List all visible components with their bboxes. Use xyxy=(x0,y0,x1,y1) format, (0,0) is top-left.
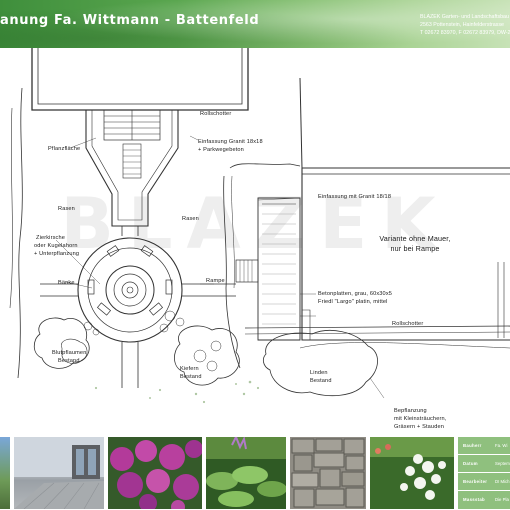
label-zierkirsche-2: oder Kugelahorn xyxy=(34,243,78,249)
label-rasen-left: Rasen xyxy=(58,206,75,212)
plan-title: anung Fa. Wittmann - Battenfeld xyxy=(0,13,260,28)
info-row: Datum Septem xyxy=(458,455,510,473)
photo-stone-wall xyxy=(290,437,366,509)
label-rampe: Rampe xyxy=(206,278,225,284)
photo-hydrangeas-art xyxy=(108,437,202,509)
info-key: Datum xyxy=(463,461,478,466)
photo-plant-left xyxy=(0,437,10,509)
info-value: Die Pla xyxy=(495,497,509,502)
info-box: Bauherr Fa. Wi Datum Septem Bearbeiter D… xyxy=(458,437,510,509)
label-zierkirsche-1: Zierkirsche xyxy=(36,235,66,241)
label-kiefern-2: Bestand xyxy=(180,374,202,380)
label-parkwegebeton: + Parkwegebeton xyxy=(198,147,244,153)
photo-hosta xyxy=(206,437,286,509)
label-zierkirsche-3: + Unterpflanzung xyxy=(34,251,80,257)
company-line: 2563 Pottenstein, Hainfelderstrasse xyxy=(420,22,504,28)
photo-strip: Bauherr Fa. Wi Datum Septem Bearbeiter D… xyxy=(0,433,510,510)
label-blutpflaumen-1: Blutpflaumen xyxy=(52,350,87,356)
label-einfassung-mit-granit: Einfassung mit Granit 18/18 xyxy=(318,194,392,200)
photo-building xyxy=(14,437,104,509)
label-variante-1: Variante ohne Mauer, xyxy=(379,234,451,243)
info-row: Massstab Die Pla xyxy=(458,491,510,508)
photo-white-flowers-art xyxy=(370,437,454,509)
site-plan-drawing: BLAZEK xyxy=(9,48,510,404)
info-key: Bauherr xyxy=(463,443,482,448)
label-bepflanzung-2: mit Kleinsträuchern, xyxy=(394,416,447,422)
label-bepflanzung-3: Gräsern + Stauden xyxy=(394,424,444,430)
label-blutpflaumen-2: Bestand xyxy=(58,358,80,364)
label-baenke: Bänke xyxy=(58,280,75,286)
planting-dots xyxy=(94,380,260,404)
info-value: Fa. Wi xyxy=(495,443,508,448)
company-info: BLAZEK Garten- und Landschaftsbau 2563 P… xyxy=(420,13,510,37)
label-rasen-right: Rasen xyxy=(182,216,199,222)
photo-white-flowers xyxy=(370,437,454,509)
label-betonplatten-2: Friedl "Largo" platin, mittel xyxy=(318,299,388,305)
info-key: Massstab xyxy=(463,497,485,502)
company-line: T 02672 83970, F 02672 83979, DW-2 xyxy=(420,30,510,36)
label-rollschotter-mid: Rollschotter xyxy=(392,321,424,327)
label-pflanzflaeche: Pflanzfläche xyxy=(48,146,81,152)
label-rollschotter-top: Rollschotter xyxy=(200,111,232,117)
header-texture xyxy=(0,0,510,48)
info-value: DI Mich xyxy=(495,479,510,484)
info-key: Bearbeiter xyxy=(463,479,488,484)
label-variante: Variante ohne Mauer, nur bei Rampe xyxy=(360,234,470,254)
photo-hydrangeas xyxy=(108,437,202,509)
header-banner: anung Fa. Wittmann - Battenfeld BLAZEK G… xyxy=(0,0,510,48)
label-kiefern-1: Kiefern xyxy=(180,366,199,372)
photo-building-art xyxy=(14,437,104,509)
label-betonplatten-1: Betonplatten, grau, 60x30x5 xyxy=(318,291,393,297)
label-bepflanzung-1: Bepflanzung xyxy=(394,408,427,414)
label-linden-1: Linden xyxy=(310,370,328,376)
info-value: Septem xyxy=(495,461,510,466)
watermark-text: BLAZEK xyxy=(61,183,450,265)
photo-hosta-art xyxy=(206,437,286,509)
site-plan: BLAZEK xyxy=(0,48,510,432)
label-einfassung-granit: Einfassung Granit 18x18 xyxy=(198,139,263,145)
company-line: BLAZEK Garten- und Landschaftsbau xyxy=(420,14,509,20)
info-row: Bauherr Fa. Wi xyxy=(458,437,510,455)
photo-stone-wall-art xyxy=(290,437,366,509)
label-linden-2: Bestand xyxy=(310,378,332,384)
label-variante-2: nur bei Rampe xyxy=(390,244,440,253)
info-row: Bearbeiter DI Mich xyxy=(458,473,510,491)
